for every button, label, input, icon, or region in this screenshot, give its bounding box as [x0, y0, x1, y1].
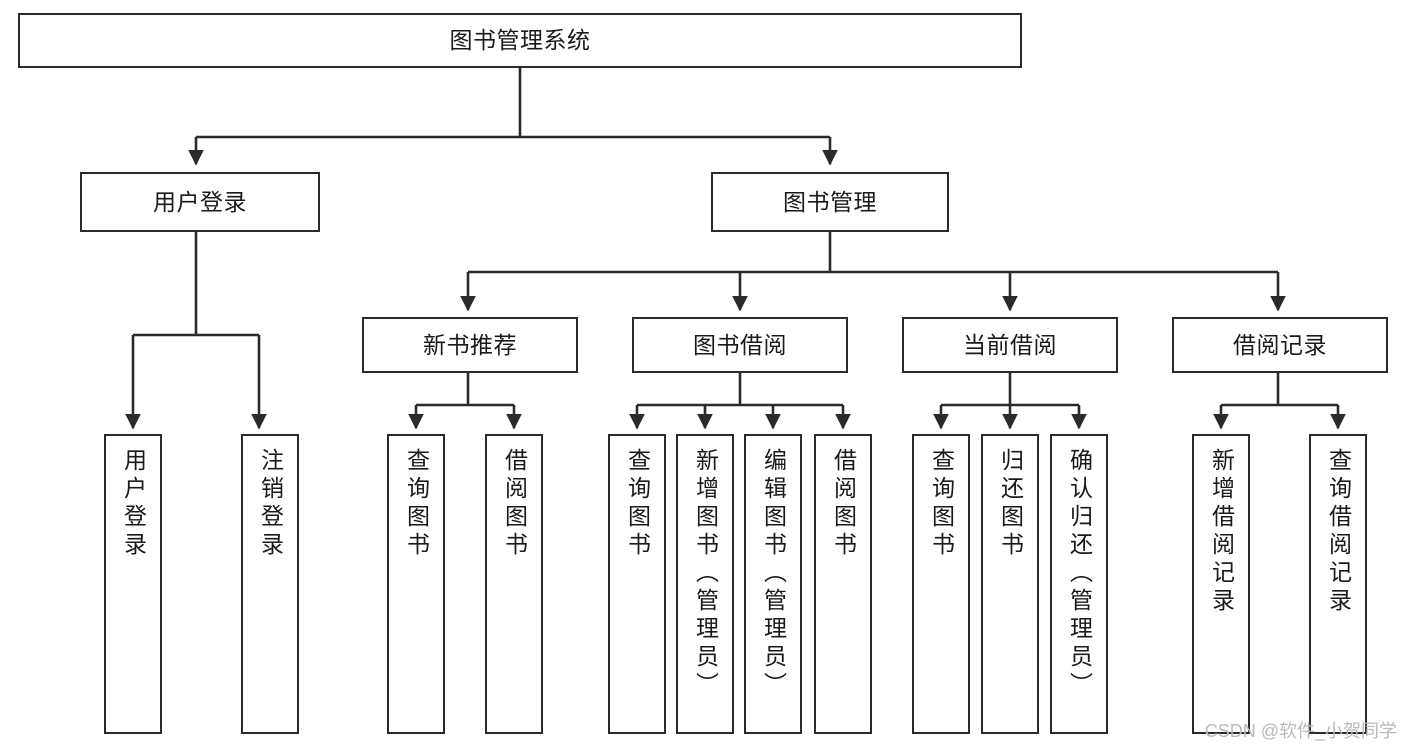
node-label: 归还图书	[997, 448, 1024, 560]
leaf-current-query-book[interactable]: 查询图书	[912, 434, 970, 734]
leaf-user-login[interactable]: 用户登录	[104, 434, 162, 734]
node-label: 新增图书（管理员）	[692, 448, 719, 700]
leaf-borrow-add-book[interactable]: 新增图书（管理员）	[676, 434, 734, 734]
leaf-borrow-borrow-book[interactable]: 借阅图书	[814, 434, 872, 734]
node-label: 查询借阅记录	[1325, 448, 1352, 616]
leaf-record-query[interactable]: 查询借阅记录	[1309, 434, 1367, 734]
leaf-record-add[interactable]: 新增借阅记录	[1192, 434, 1250, 734]
node-label: 新书推荐	[423, 331, 517, 358]
node-root-system[interactable]: 图书管理系统	[18, 13, 1022, 68]
node-label: 查询图书	[403, 448, 430, 560]
node-label: 编辑图书（管理员）	[760, 448, 787, 700]
leaf-current-return-book[interactable]: 归还图书	[981, 434, 1039, 734]
leaf-current-confirm-return[interactable]: 确认归还（管理员）	[1050, 434, 1108, 734]
watermark-text: CSDN @软件_小贺同学	[1204, 721, 1397, 741]
node-book-management[interactable]: 图书管理	[711, 172, 949, 232]
node-borrow-record[interactable]: 借阅记录	[1172, 317, 1388, 373]
node-label: 借阅图书	[501, 448, 528, 560]
node-label: 用户登录	[120, 448, 147, 560]
leaf-recommend-borrow-book[interactable]: 借阅图书	[485, 434, 543, 734]
node-label: 确认归还（管理员）	[1066, 448, 1093, 700]
leaf-user-logout[interactable]: 注销登录	[241, 434, 299, 734]
node-current-borrow[interactable]: 当前借阅	[902, 317, 1118, 373]
node-label: 查询图书	[928, 448, 955, 560]
leaf-borrow-query-book[interactable]: 查询图书	[608, 434, 666, 734]
node-label: 图书借阅	[693, 331, 787, 358]
node-label: 注销登录	[257, 448, 284, 560]
node-book-borrow[interactable]: 图书借阅	[632, 317, 848, 373]
node-label: 图书管理系统	[449, 27, 591, 54]
node-label: 查询图书	[624, 448, 651, 560]
leaf-recommend-query-book[interactable]: 查询图书	[387, 434, 445, 734]
node-label: 当前借阅	[963, 331, 1057, 358]
node-label: 借阅记录	[1233, 331, 1327, 358]
node-label: 用户登录	[153, 188, 247, 215]
leaf-borrow-edit-book[interactable]: 编辑图书（管理员）	[744, 434, 802, 734]
node-label: 借阅图书	[830, 448, 857, 560]
node-label: 新增借阅记录	[1208, 448, 1235, 616]
node-user-login[interactable]: 用户登录	[80, 172, 320, 232]
node-new-book-recommend[interactable]: 新书推荐	[362, 317, 578, 373]
node-label: 图书管理	[783, 188, 877, 215]
